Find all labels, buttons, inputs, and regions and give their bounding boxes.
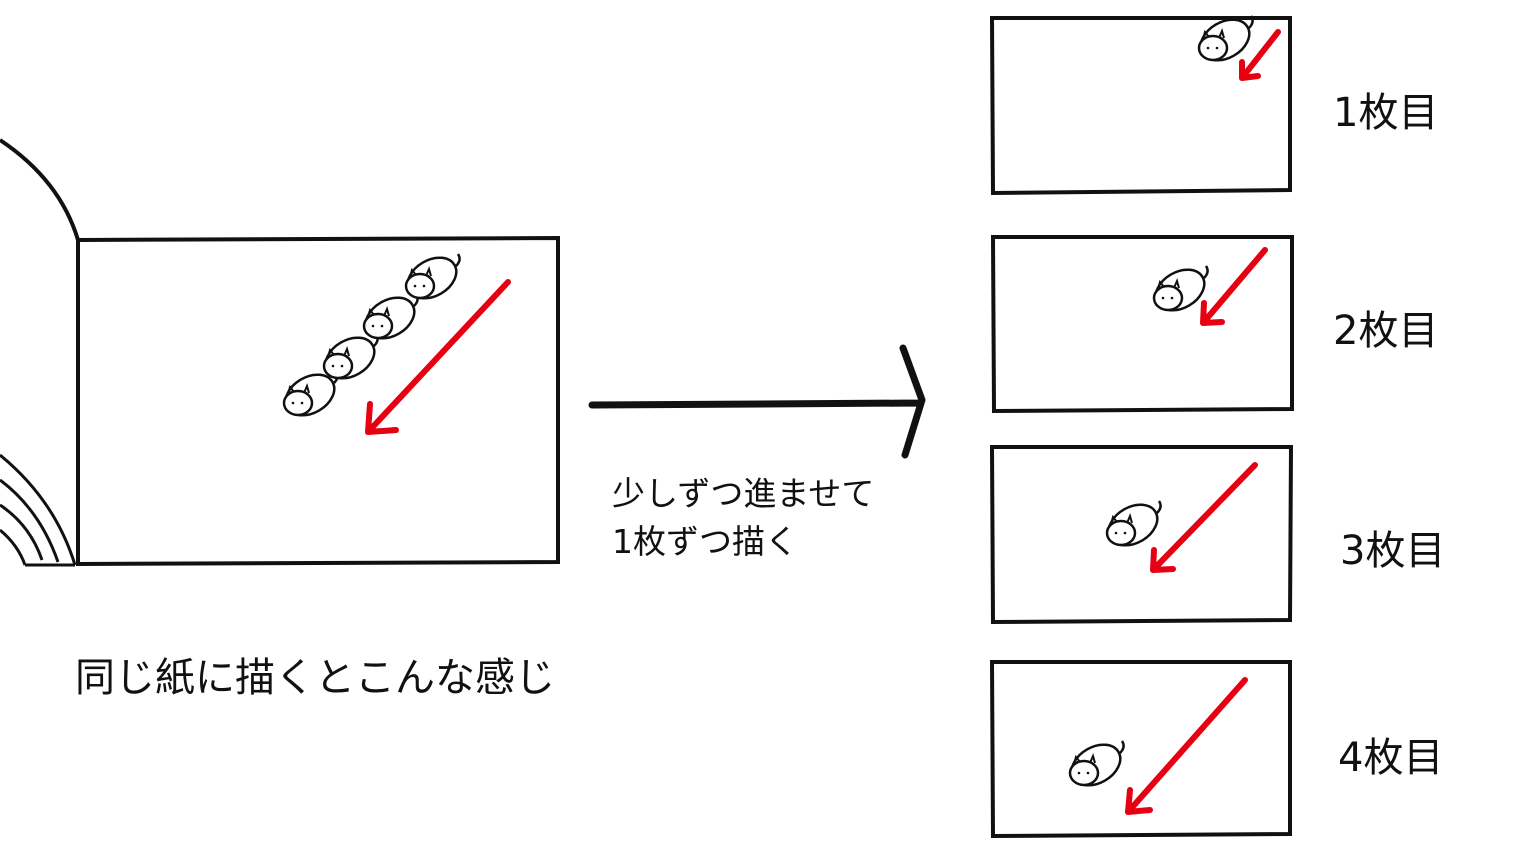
direction-arrow [365, 279, 511, 435]
frame-2 [990, 235, 1294, 414]
caption: 同じ紙に描くとこんな感じ [75, 655, 555, 701]
instruction-note: 少しずつ進ませて 1枚ずつ描く [612, 470, 874, 566]
frame-1 [989, 10, 1292, 196]
cat-drawing [277, 248, 465, 425]
note-line-2: 1枚ずつ描く [612, 522, 798, 561]
frame-4 [989, 660, 1292, 839]
frame-3-label: 3枚目 [1340, 528, 1446, 574]
frame-3 [989, 445, 1294, 625]
frame-1-label: 1枚目 [1333, 90, 1439, 136]
frame-2-label: 2枚目 [1333, 308, 1439, 354]
note-line-1: 少しずつ進ませて [612, 474, 875, 513]
overlay-frame [76, 235, 560, 567]
transition-arrow [588, 344, 926, 459]
frame-4-label: 4枚目 [1338, 735, 1444, 781]
book-page [0, 138, 80, 567]
